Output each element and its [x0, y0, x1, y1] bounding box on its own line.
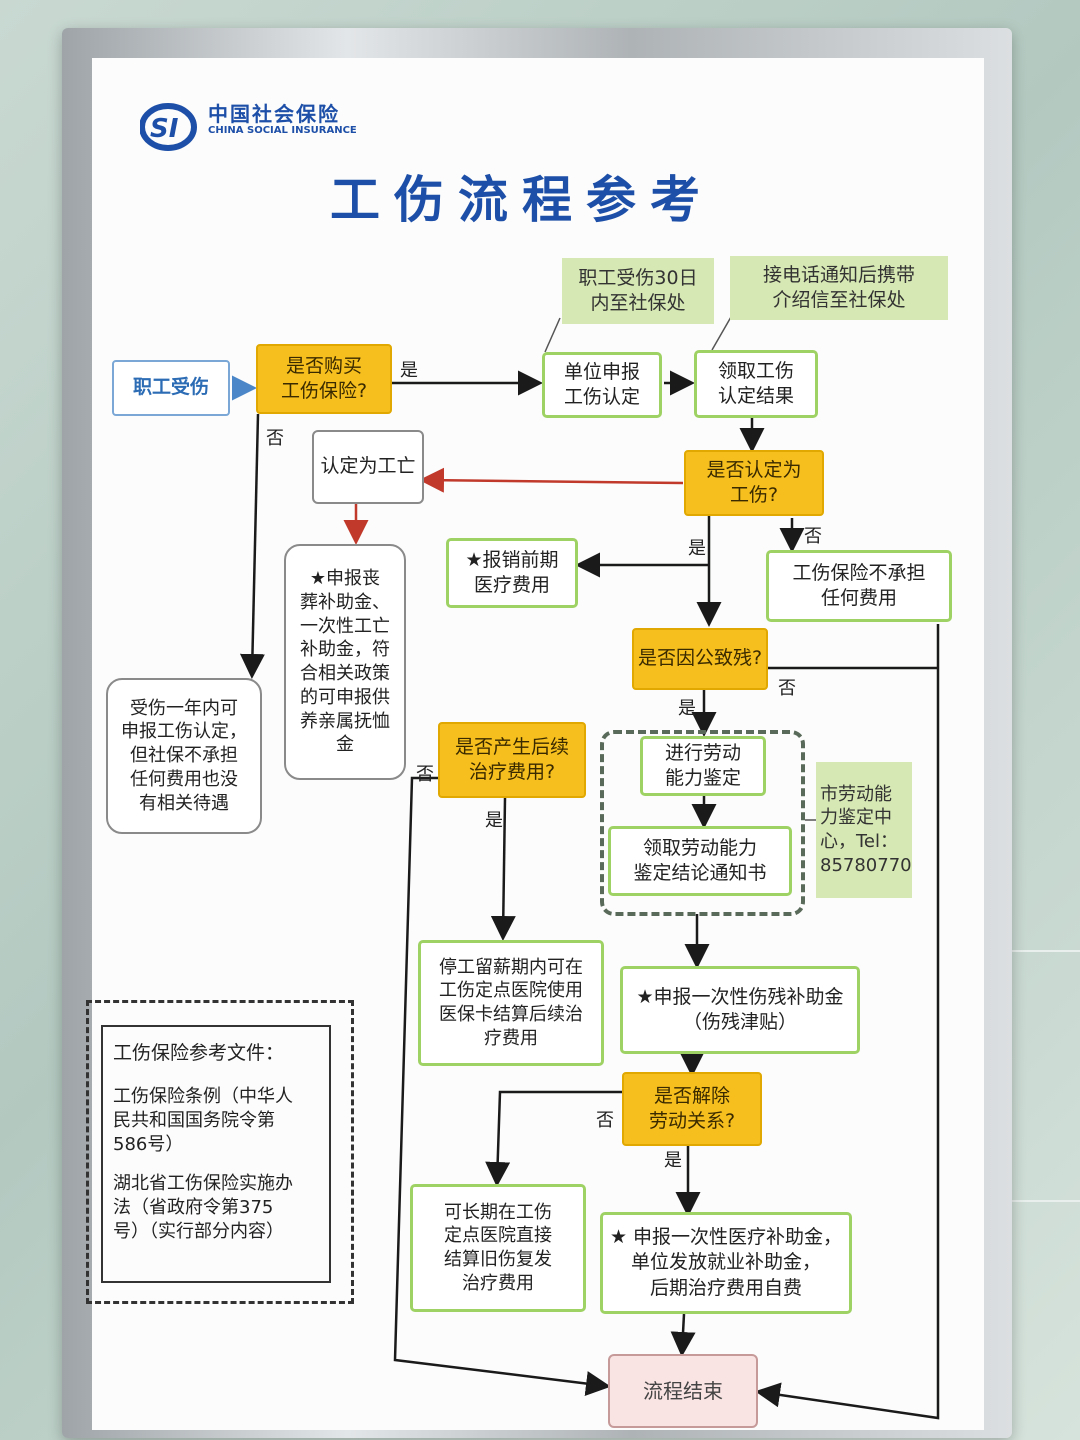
node-long-term: 可长期在工伤 定点医院直接 结算旧伤复发 治疗费用 [410, 1184, 586, 1312]
node-ability-appraisal: 进行劳动 能力鉴定 [640, 736, 766, 796]
reference-doc-2: 湖北省工伤保险实施办 法（省政府令第375 号）（实行部分内容） [113, 1172, 293, 1243]
node-disability-subsidy: ★申报一次性伤残补助金 （伤残津贴） [620, 966, 860, 1054]
node-work-death: 认定为工亡 [312, 430, 424, 504]
node-employer-report: 单位申报 工伤认定 [542, 352, 662, 418]
label-recognized-no: 否 [804, 526, 822, 547]
node-receive-result: 领取工伤 认定结果 [694, 350, 818, 418]
reference-doc-1: 工伤保险条例（中华人 民共和国国务院令第 586号） [113, 1085, 293, 1156]
node-medical-subsidy: ★ 申报一次性医疗补助金， 单位发放就业补助金， 后期治疗费用自费 [600, 1212, 852, 1314]
decision-disability: 是否因公致残? [632, 628, 768, 690]
node-injured: 职工受伤 [112, 360, 230, 416]
label-followup-no: 否 [416, 764, 434, 785]
decision-followup: 是否产生后续 治疗费用? [438, 722, 586, 798]
node-no-cover: 工伤保险不承担 任何费用 [766, 550, 952, 622]
node-death-benefits: ★申报丧 葬补助金、 一次性工亡 补助金，符 合相关政策 的可申报供 养亲属抚恤… [284, 544, 406, 780]
decision-terminate: 是否解除 劳动关系? [622, 1072, 762, 1146]
note-within-30-days: 职工受伤30日 内至社保处 [562, 258, 714, 324]
label-recognized-yes: 是 [688, 538, 706, 559]
reference-documents-inner: 工伤保险参考文件： 工伤保险条例（中华人 民共和国国务院令第 586号） 湖北省… [101, 1025, 331, 1283]
node-wage-period: 停工留薪期内可在 工伤定点医院使用 医保卡结算后续治 疗费用 [418, 940, 604, 1066]
node-process-end: 流程结束 [608, 1354, 758, 1428]
svg-text:SI: SI [150, 114, 179, 144]
appraisal-group [600, 730, 805, 916]
label-insured-yes: 是 [400, 360, 418, 381]
decision-insured: 是否购买 工伤保险? [256, 344, 392, 414]
label-insured-no: 否 [266, 428, 284, 449]
reference-heading: 工伤保险参考文件： [113, 1042, 285, 1064]
decision-recognized: 是否认定为 工伤? [684, 450, 824, 516]
page-title: 工伤流程参考 [330, 171, 714, 229]
note-after-call: 接电话通知后携带 介绍信至社保处 [730, 256, 948, 320]
label-terminate-no: 否 [596, 1110, 614, 1131]
logo-chinese-name: 中国社会保险 [208, 102, 340, 126]
label-disability-yes: 是 [678, 698, 696, 719]
reference-documents-box: 工伤保险参考文件： 工伤保险条例（中华人 民共和国国务院令第 586号） 湖北省… [86, 1000, 354, 1304]
social-insurance-logo-icon: SI [140, 103, 197, 151]
node-reimburse: ★报销前期 医疗费用 [446, 538, 578, 608]
logo-english-name: CHINA SOCIAL INSURANCE [208, 125, 357, 136]
node-uninsured-note: 受伤一年内可 申报工伤认定， 但社保不承担 任何费用也没 有相关待遇 [106, 678, 262, 834]
label-disability-no: 否 [778, 678, 796, 699]
label-terminate-yes: 是 [664, 1150, 682, 1171]
node-receive-notice: 领取劳动能力 鉴定结论通知书 [608, 826, 792, 896]
label-followup-yes: 是 [485, 810, 503, 831]
note-appraisal-center: 市劳动能 力鉴定中 心，Tel： 85780770 [816, 762, 912, 898]
